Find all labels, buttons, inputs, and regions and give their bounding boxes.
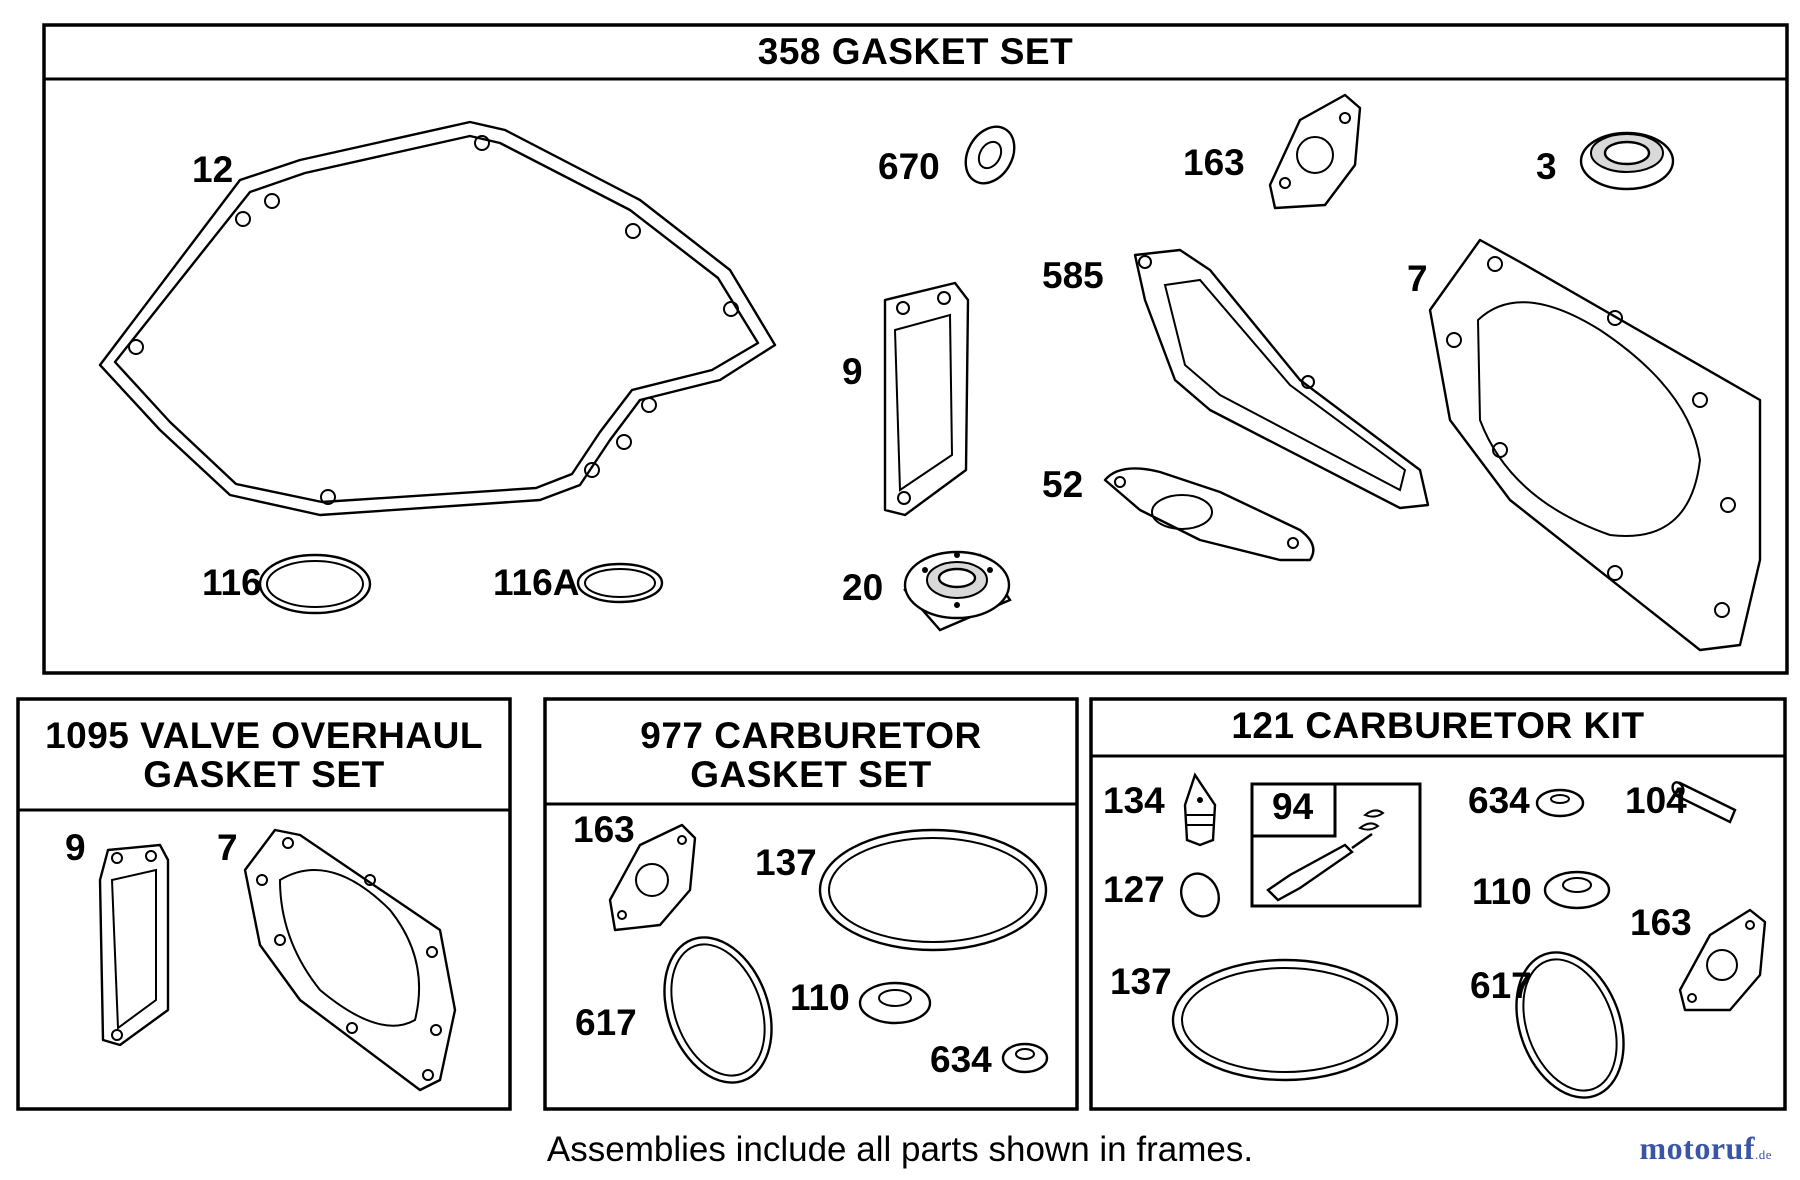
valve-frame-title-line2: GASKET SET [143, 754, 385, 795]
assemblies-footnote: Assemblies include all parts shown in fr… [546, 1130, 1254, 1169]
callout-main-3: 3 [1536, 146, 1557, 187]
callout-main-585: 585 [1042, 255, 1104, 296]
head-gasket-7-drawing [1428, 238, 1762, 652]
carb-kit-frame-title: 121 CARBURETOR KIT [1231, 705, 1645, 746]
rocker-gasket-9-drawing [883, 281, 970, 517]
watermark-logo: motoruf.de [1640, 1130, 1773, 1167]
callout-main-7: 7 [1407, 258, 1428, 299]
kit-sub-box-94 [1250, 782, 1422, 908]
callout-kit-104: 104 [1625, 780, 1687, 821]
carb-set-ring-137-drawing [818, 828, 1048, 952]
kit-washer-110-drawing [1543, 870, 1611, 910]
kit-ring-617-drawing [1515, 951, 1625, 1099]
valve-frame-title-line1: 1095 VALVE OVERHAUL [45, 715, 483, 756]
carb-set-ring-617-drawing [663, 936, 773, 1084]
callout-valve-9: 9 [65, 827, 86, 868]
kit-needle-134-drawing [1183, 772, 1217, 847]
callout-kit-163: 163 [1630, 902, 1692, 943]
watermark-suffix: .de [1754, 1147, 1772, 1162]
crankcase-gasket-drawing [98, 120, 777, 517]
valve-rocker-gasket-9-drawing [98, 843, 170, 1047]
carb-gasket-frame-title-line2: GASKET SET [690, 754, 932, 795]
frame-borders [16, 23, 1789, 1111]
callout-valve-7: 7 [217, 827, 238, 868]
carb-set-washer-634-drawing [1001, 1042, 1049, 1074]
callout-carbset-163: 163 [573, 809, 635, 850]
callout-kit-110: 110 [1472, 871, 1532, 912]
kit-pin-104-drawing [1671, 781, 1737, 824]
callout-carbset-110: 110 [790, 977, 850, 1018]
gasket-163-drawing [1268, 93, 1362, 210]
carb-set-gasket-163-drawing [608, 823, 697, 932]
ring-116-drawing [258, 553, 372, 615]
valve-head-gasket-7-drawing [243, 828, 457, 1092]
kit-washer-634-drawing [1535, 788, 1585, 818]
kit-plug-127-drawing [1180, 872, 1220, 918]
callout-main-670: 670 [878, 146, 940, 187]
exhaust-gasket-52-drawing [1103, 467, 1315, 562]
callout-carbset-617: 617 [575, 1002, 637, 1043]
callout-carbset-634: 634 [930, 1039, 992, 1080]
callout-main-52: 52 [1042, 464, 1084, 505]
washer-670-drawing [964, 125, 1016, 185]
callout-kit-617: 617 [1470, 965, 1532, 1006]
carb-set-washer-110-drawing [858, 981, 932, 1025]
callout-kit-134: 134 [1103, 780, 1165, 821]
callout-main-116: 116 [202, 562, 262, 603]
seal-20-drawing [903, 550, 1012, 632]
callout-main-12: 12 [192, 149, 234, 190]
main-frame-title: 358 GASKET SET [757, 31, 1074, 72]
oil-seal-3-drawing [1579, 131, 1675, 191]
callout-main-9: 9 [842, 351, 863, 392]
callout-kit-137: 137 [1110, 961, 1172, 1002]
callout-kit-94: 94 [1272, 786, 1314, 827]
callout-main-116A: 116A [493, 562, 580, 603]
kit-gasket-163-drawing [1678, 908, 1767, 1012]
callout-main-20: 20 [842, 567, 884, 608]
carb-gasket-frame-title-line1: 977 CARBURETOR [640, 715, 982, 756]
intake-gasket-585-drawing [1133, 248, 1430, 510]
watermark-brand: motoruf [1639, 1130, 1755, 1166]
kit-ring-137-drawing [1171, 958, 1399, 1082]
callout-main-163: 163 [1183, 142, 1245, 183]
callout-kit-127: 127 [1103, 869, 1165, 910]
ring-116A-drawing [576, 562, 664, 604]
callout-kit-634: 634 [1468, 780, 1530, 821]
callout-carbset-137: 137 [755, 842, 817, 883]
